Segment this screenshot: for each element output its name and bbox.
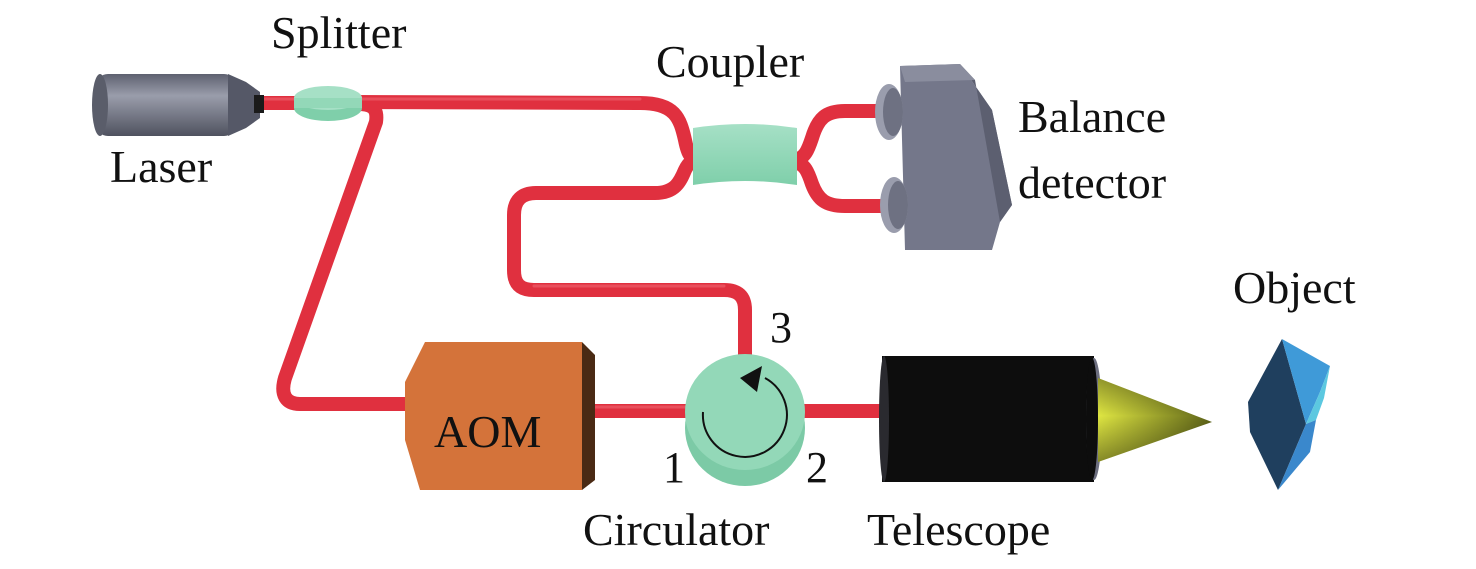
aom-label: AOM bbox=[434, 406, 541, 457]
splitter-label: Splitter bbox=[271, 7, 406, 58]
circulator-port-3-label: 3 bbox=[770, 303, 792, 352]
detector-box-icon bbox=[875, 64, 1012, 250]
balance-detector[interactable]: Balance detector bbox=[875, 64, 1166, 250]
splitter-disc-icon bbox=[294, 86, 362, 121]
telescope-cylinder-icon bbox=[879, 356, 1102, 482]
fiber-splitter-aom bbox=[276, 97, 427, 411]
laser-label: Laser bbox=[110, 141, 212, 192]
circulator[interactable]: 1 2 3 Circulator bbox=[583, 303, 828, 555]
circulator-disc-icon bbox=[685, 354, 805, 486]
coupler-block-icon bbox=[693, 124, 797, 185]
telescope[interactable]: Telescope bbox=[867, 356, 1102, 555]
circulator-port-1-label: 1 bbox=[663, 443, 685, 492]
splitter[interactable]: Splitter bbox=[271, 7, 406, 121]
fiber-splitter-coupler bbox=[348, 95, 707, 167]
balance-detector-label-line2: detector bbox=[1018, 157, 1166, 208]
circulation-arrow-icon bbox=[740, 366, 762, 392]
fiber-coupler-detector-bottom bbox=[788, 155, 892, 213]
coupler-label: Coupler bbox=[656, 36, 804, 87]
aom[interactable]: AOM bbox=[405, 342, 595, 490]
fiber-circulator-coupler bbox=[507, 153, 752, 372]
aom-block-icon bbox=[405, 342, 595, 490]
laser-beam-cone bbox=[1098, 378, 1212, 462]
object-polyhedron-icon bbox=[1248, 339, 1330, 490]
laser-cylinder-icon bbox=[92, 74, 264, 136]
circulator-port-2-label: 2 bbox=[806, 443, 828, 492]
object-label: Object bbox=[1233, 262, 1356, 313]
balance-detector-label-line1: Balance bbox=[1018, 91, 1166, 142]
coupler[interactable]: Coupler bbox=[656, 36, 804, 185]
object[interactable]: Object bbox=[1233, 262, 1356, 490]
laser[interactable]: Laser bbox=[92, 74, 264, 192]
circulator-label: Circulator bbox=[583, 504, 770, 555]
fiber-coupler-detector-top bbox=[788, 104, 887, 167]
telescope-label: Telescope bbox=[867, 504, 1050, 555]
fiber-network bbox=[255, 95, 897, 418]
